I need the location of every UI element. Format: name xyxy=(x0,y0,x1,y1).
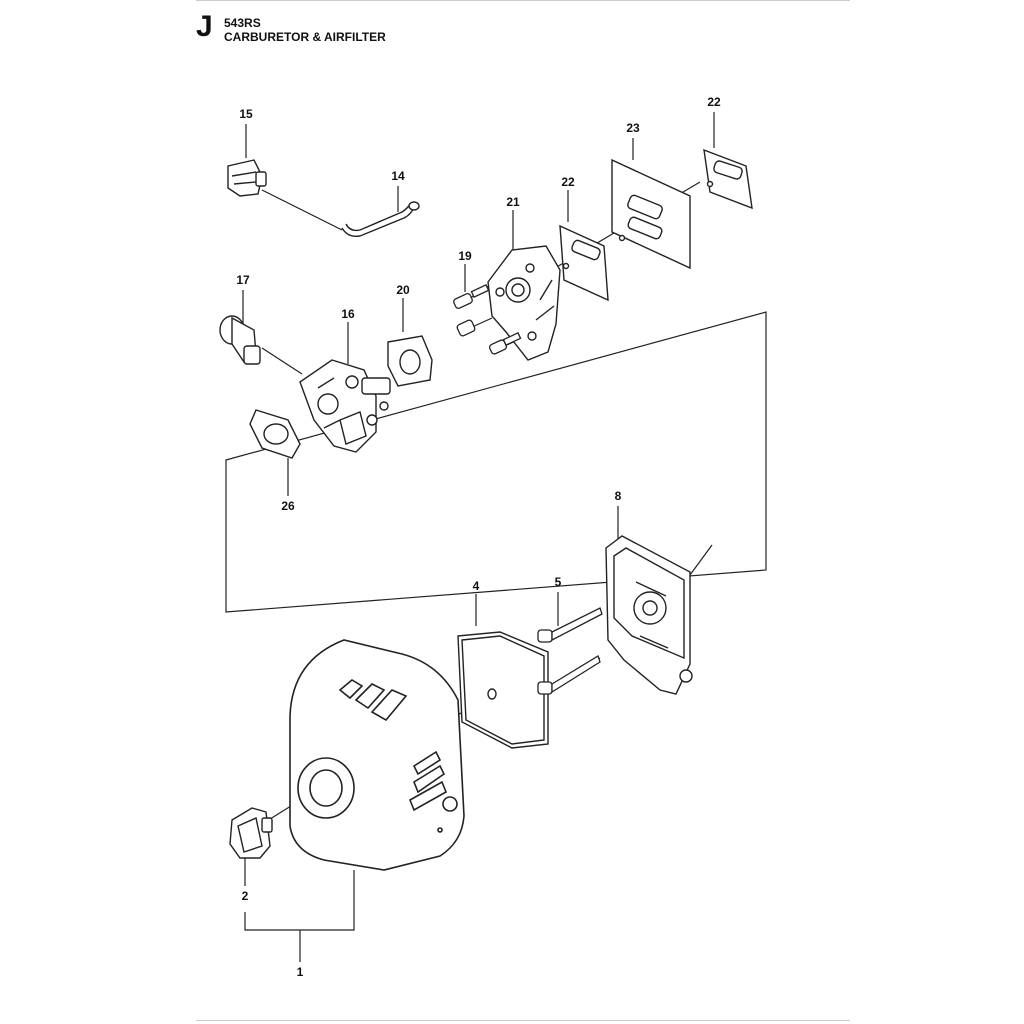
carburetor xyxy=(299,359,391,453)
callout-5: 5 xyxy=(555,575,562,589)
top-rule xyxy=(196,0,850,1)
callout-14: 14 xyxy=(391,169,405,183)
gasket-22-lower xyxy=(559,224,609,302)
callout-26: 26 xyxy=(281,499,295,513)
callout-15: 15 xyxy=(239,107,253,121)
choke-knob xyxy=(219,315,261,365)
axis-holder xyxy=(689,544,713,576)
intake-adapter xyxy=(487,245,561,361)
gasket-20 xyxy=(387,335,433,387)
callout-22-lower: 22 xyxy=(561,175,575,189)
assembly-frame xyxy=(225,311,767,613)
diagram-title: CARBURETOR & AIRFILTER xyxy=(224,30,386,44)
callout-19: 19 xyxy=(458,249,472,263)
screws xyxy=(453,284,522,355)
callout-22-upper: 22 xyxy=(707,95,721,109)
callout-2: 2 xyxy=(242,889,249,903)
model-number: 543RS xyxy=(224,16,261,30)
filter-holder xyxy=(605,535,693,695)
callout-8: 8 xyxy=(615,489,622,503)
axis-hose xyxy=(261,189,343,231)
callouts: 15 14 23 22 22 21 19 17 20 16 26 8 4 5 2… xyxy=(236,95,721,979)
filter-plate-gasket xyxy=(611,158,691,270)
callout-21: 21 xyxy=(506,195,520,209)
callout-1: 1 xyxy=(297,965,304,979)
callout-23: 23 xyxy=(626,121,640,135)
gasket-26 xyxy=(249,409,301,459)
section-letter: J xyxy=(196,10,213,43)
leader-bracket-1 xyxy=(244,870,355,931)
bolts xyxy=(537,607,603,695)
bottom-rule xyxy=(196,1020,850,1021)
callout-4: 4 xyxy=(473,579,480,593)
primer-bulb xyxy=(227,159,267,197)
fuel-hose xyxy=(341,201,420,238)
axis-choke xyxy=(261,347,303,375)
gasket-22-upper xyxy=(703,148,753,210)
filter-cover xyxy=(289,639,465,871)
callout-17: 17 xyxy=(236,273,250,287)
cover-knob xyxy=(229,807,273,859)
air-filter xyxy=(457,631,549,749)
callout-20: 20 xyxy=(396,283,410,297)
callout-16: 16 xyxy=(341,307,355,321)
